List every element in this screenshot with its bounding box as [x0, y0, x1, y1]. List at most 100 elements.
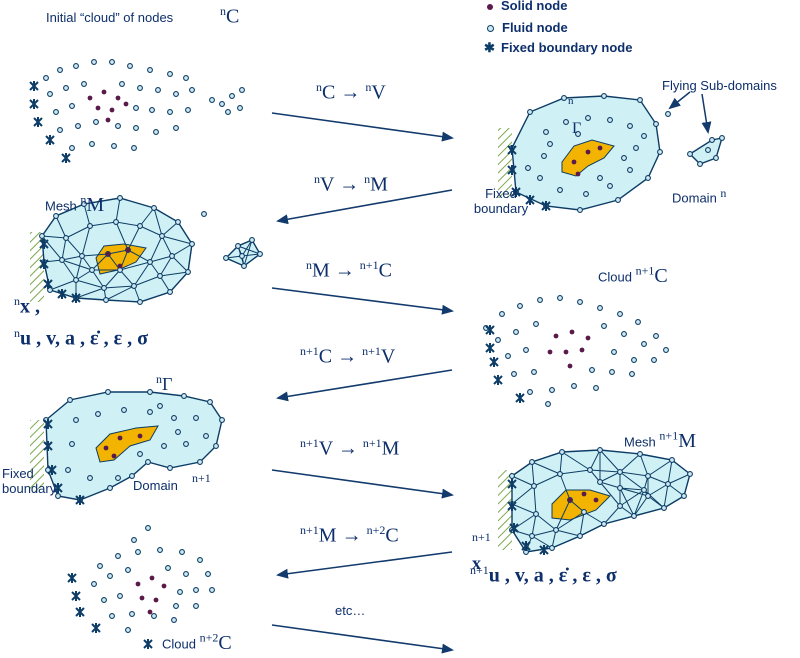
fluid-node: [541, 153, 547, 159]
fixed-node: [509, 523, 519, 533]
fluid-node: [147, 259, 153, 265]
solid-node: [103, 445, 109, 451]
fixed-node: [53, 483, 63, 493]
fluid-node: [537, 297, 543, 303]
solid-node: [125, 247, 131, 253]
solid-node: [585, 335, 591, 341]
solid-node: [567, 363, 573, 369]
mesh-n1-edge: [639, 453, 649, 477]
fluid-node: [57, 67, 63, 73]
fixed-node: [75, 495, 85, 505]
fluid-node: [627, 167, 633, 173]
arrow-v1-to-m1: [271, 469, 454, 499]
fluid-node: [127, 63, 133, 69]
fluid-node: [219, 417, 225, 423]
fixed-node: [39, 239, 49, 249]
fluid-node: [115, 475, 121, 481]
boundary-hatch-mesh-n: [30, 232, 44, 302]
fluid-node: [115, 123, 121, 129]
fluid-node: [577, 299, 583, 305]
mesh-n-edge: [133, 275, 161, 287]
fluid-node: [653, 333, 659, 339]
legend-fluid-node: Fluid node: [487, 20, 568, 35]
mesh-n-edge: [103, 269, 121, 289]
mesh-n1-edge: [619, 487, 649, 497]
fluid-node: [101, 597, 107, 603]
fluid-node: [201, 211, 207, 217]
fluid-node: [151, 613, 157, 619]
fluid-node: [107, 573, 113, 579]
arrow-m1-to-c2: [276, 551, 453, 579]
mesh-n-edge: [61, 259, 77, 281]
fluid-node: [39, 233, 45, 239]
mesh-n-edge: [75, 279, 105, 289]
mesh-n-edge: [83, 203, 91, 227]
mesh-n-edge: [187, 243, 193, 273]
fluid-node: [97, 563, 103, 569]
fluid-node: [517, 303, 523, 309]
fluid-node: [563, 119, 569, 125]
mesh-n1-edge: [583, 511, 605, 525]
solid-node: [115, 95, 121, 101]
mesh-n1-edge: [511, 461, 533, 477]
fluid-node: [645, 493, 651, 499]
fixed-node: [71, 293, 81, 303]
transition-c-to-v: nC → nV: [316, 80, 386, 104]
fixed-node: [143, 639, 153, 649]
fluid-node: [665, 111, 671, 117]
solid-node: [117, 435, 123, 441]
fluid-node: [91, 59, 97, 65]
fluid-node: [107, 485, 113, 491]
transition-v-to-m: nV → nM: [314, 172, 388, 196]
mesh-n1-edge: [603, 515, 635, 525]
fixed-node: [485, 325, 495, 335]
fluid-node: [131, 283, 137, 289]
fluid-node: [665, 481, 671, 487]
fluid-node: [101, 285, 107, 291]
fixed-node-marker: ✱: [484, 40, 495, 55]
mesh-n1-edge: [561, 451, 591, 471]
fluid-node: [645, 175, 651, 181]
fluid-node: [713, 155, 719, 161]
fluid-node: [121, 407, 127, 413]
fixed-node: [47, 465, 57, 475]
solid-node: [111, 453, 117, 459]
mesh-n-edge: [153, 207, 163, 237]
fluid-node: [147, 409, 153, 415]
fixed-node: [511, 187, 521, 197]
fluid-node: [135, 549, 141, 555]
mesh-n-edge: [61, 259, 93, 271]
mesh-n1-edge: [667, 459, 673, 485]
fluid-node: [119, 81, 125, 87]
fluid-node: [117, 195, 123, 201]
fluid-node: [601, 323, 607, 329]
fluid-node: [109, 613, 115, 619]
fluid-node: [213, 443, 219, 449]
fluid-node: [631, 357, 637, 363]
mesh-n1-edge: [671, 459, 691, 475]
fluid-node: [95, 411, 101, 417]
fluid-node: [183, 441, 189, 447]
fluid-node: [531, 483, 537, 489]
fluid-node: [81, 201, 87, 207]
fixed-node: [45, 135, 55, 145]
solid-node: [135, 581, 141, 587]
solid-node: [581, 491, 587, 497]
solid-node: [593, 497, 599, 503]
fluid-node: [561, 95, 567, 101]
mesh-n-flying-edge: [243, 253, 261, 267]
fluid-node: [115, 553, 121, 559]
fixed-node: [507, 145, 517, 155]
solid-node: [571, 159, 577, 165]
fluid-node: [157, 403, 163, 409]
mesh-n-edge: [139, 207, 155, 227]
solid-node: [153, 597, 159, 603]
fluid-node: [529, 533, 535, 539]
mesh-n1-edge: [667, 483, 685, 497]
fluid-node: [53, 213, 59, 219]
mesh-n-edge: [115, 197, 121, 223]
mesh-n1-edge: [559, 451, 563, 475]
mesh-n-flying-edge: [241, 239, 253, 257]
